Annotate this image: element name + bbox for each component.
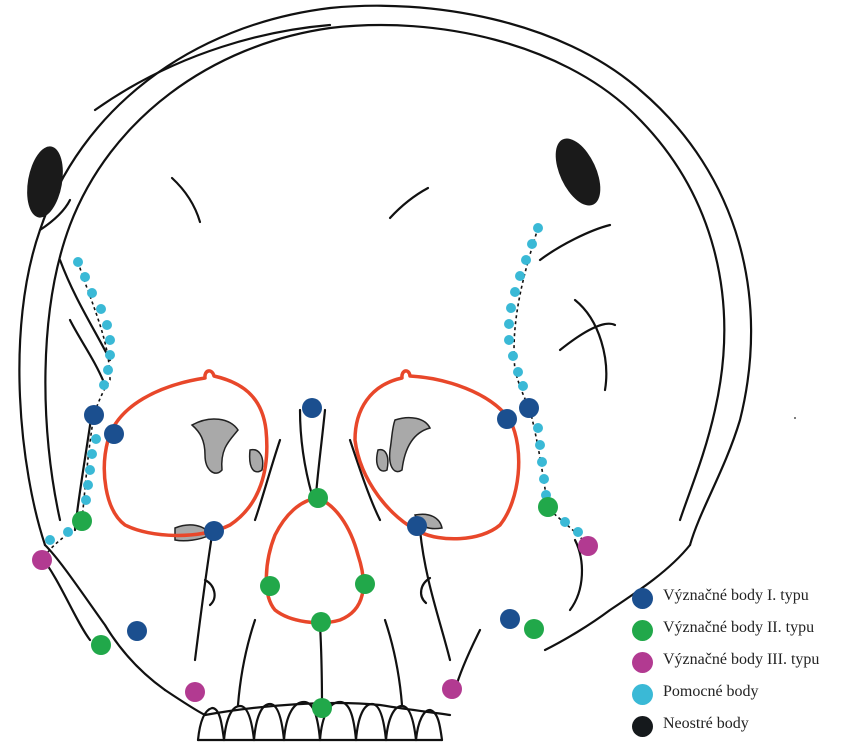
legend-label: Neostré body [663, 715, 749, 733]
legend-label: Význačné body III. typu [663, 651, 819, 669]
left-orbit-contour [104, 371, 266, 536]
legend-item-type-3: Význačné body III. typu [632, 649, 862, 681]
legend-dot-icon [632, 588, 653, 609]
legend-item-type-2: Význačné body II. typu [632, 617, 862, 649]
legend-dot-icon [632, 652, 653, 673]
legend-dot-icon [632, 716, 653, 737]
speck [794, 417, 796, 419]
nasal-aperture-contour [266, 498, 363, 623]
unsharp-blobs [22, 132, 610, 221]
legend-dot-icon [632, 684, 653, 705]
landmarks-type-1 [84, 398, 539, 641]
legend-item-type-1: Význačné body I. typu [632, 585, 862, 617]
legend-label: Pomocné body [663, 683, 759, 701]
legend-dot-icon [632, 620, 653, 641]
legend-item-unsharp: Neostré body [632, 713, 862, 745]
right-temporal-blob [546, 132, 609, 212]
legend-label: Význačné body I. typu [663, 587, 809, 605]
legend-item-auxiliary: Pomocné body [632, 681, 862, 713]
legend: Význačné body I. typu Význačné body II. … [632, 585, 862, 745]
left-temporal-blob [22, 144, 68, 221]
legend-label: Význačné body II. typu [663, 619, 814, 637]
landmarks-type-2 [72, 488, 558, 718]
auxiliary-chains [42, 228, 588, 560]
